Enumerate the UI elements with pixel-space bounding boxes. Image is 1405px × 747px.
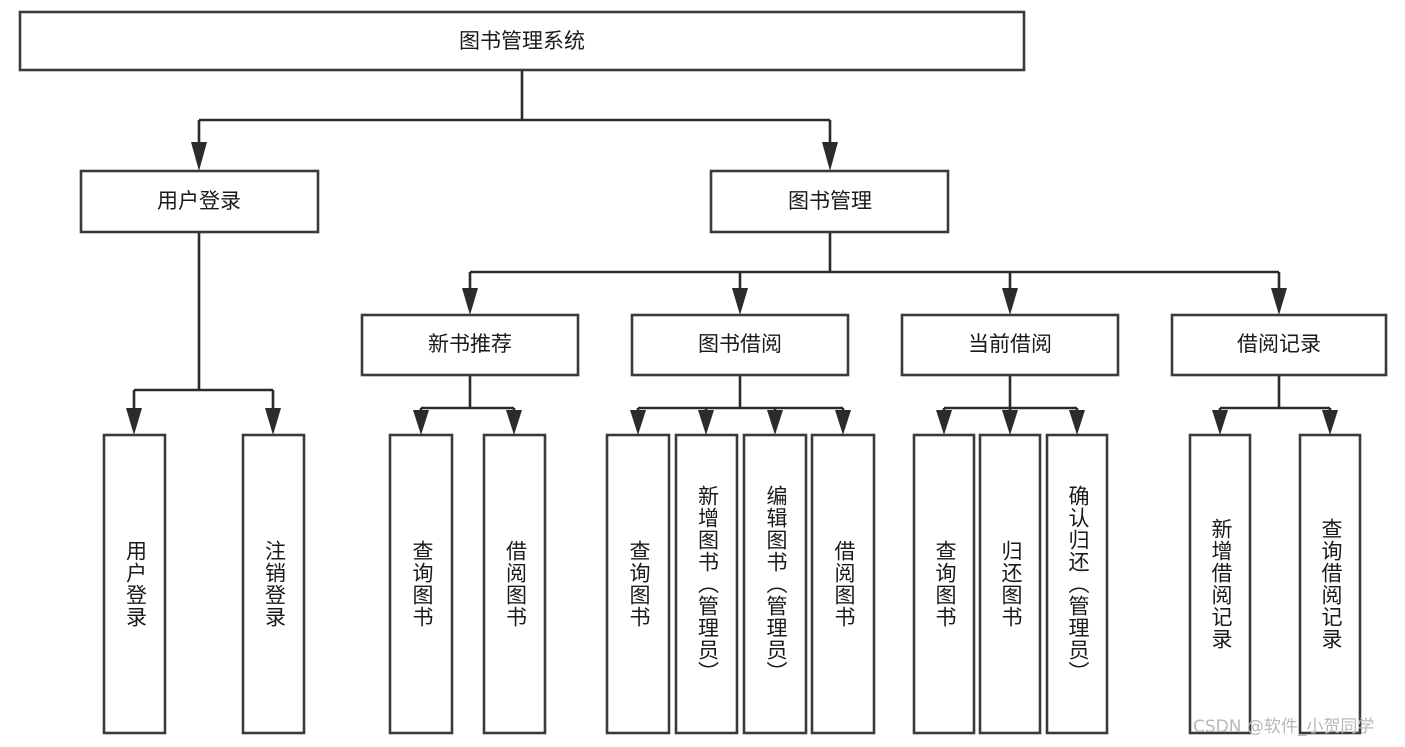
node-user-login-label: 用户登录 — [157, 189, 241, 213]
node-book-borrow[interactable]: 图书借阅 — [630, 313, 850, 377]
node-root[interactable]: 图书管理系统 — [18, 10, 1026, 72]
arrow-head-book-borrow — [732, 288, 748, 315]
leaf-borrow-borrow-book-box[interactable] — [810, 433, 876, 735]
node-book-manage-label: 图书管理 — [788, 189, 872, 213]
arrow-head-leaf-rec-borrow-book — [506, 410, 522, 435]
arrow-head-new-book-rec — [462, 288, 478, 315]
arrow-head-leaf-record-add — [1212, 410, 1228, 435]
arrow-head-current-borrow — [1002, 288, 1018, 315]
node-borrow-record-label: 借阅记录 — [1237, 332, 1321, 356]
connector-root-to-level2 — [191, 70, 838, 171]
leaf-borrow-edit-book-box[interactable] — [742, 433, 808, 735]
leaf-record-query-box[interactable] — [1298, 433, 1362, 735]
arrow-head-leaf-current-query-book — [936, 410, 952, 435]
node-new-book-rec-label: 新书推荐 — [428, 332, 512, 356]
arrow-head-leaf-user-login — [126, 408, 142, 435]
leaf-borrow-query-book-box[interactable] — [605, 433, 671, 735]
node-root-box[interactable] — [18, 10, 1026, 72]
node-current-borrow[interactable]: 当前借阅 — [900, 313, 1120, 377]
node-current-borrow-box[interactable] — [900, 313, 1120, 377]
arrow-head-leaf-current-return-book — [1002, 410, 1018, 435]
node-borrow-record-box[interactable] — [1170, 313, 1388, 377]
node-user-login[interactable]: 用户登录 — [79, 169, 320, 234]
arrow-head-leaf-rec-query-book — [413, 410, 429, 435]
leaf-boxes — [102, 433, 1362, 735]
leaf-current-query-book-box[interactable] — [912, 433, 976, 735]
node-new-book-rec[interactable]: 新书推荐 — [360, 313, 580, 377]
arrow-head-leaf-current-confirm-return — [1069, 410, 1085, 435]
leaf-record-add-box[interactable] — [1188, 433, 1252, 735]
connector-bookborrow-to-leaves — [630, 375, 851, 435]
csdn-watermark: CSDN @软件_小贺同学 — [1193, 717, 1375, 737]
node-current-borrow-label: 当前借阅 — [968, 332, 1052, 356]
connector-currentborrow-to-leaves — [936, 375, 1085, 435]
node-new-book-rec-box[interactable] — [360, 313, 580, 377]
arrow-head-borrow-record — [1271, 288, 1287, 315]
arrow-head-leaf-borrow-borrow-book — [835, 410, 851, 435]
node-root-label: 图书管理系统 — [459, 29, 585, 53]
arrow-head-leaf-borrow-add-book — [698, 410, 714, 435]
arrow-head-user-login — [191, 142, 207, 171]
connector-newbookrec-to-leaves — [413, 375, 522, 435]
node-book-manage-box[interactable] — [709, 169, 950, 234]
arrow-head-leaf-borrow-query-book — [630, 410, 646, 435]
node-book-borrow-label: 图书借阅 — [698, 332, 782, 356]
leaf-user-login-box[interactable] — [102, 433, 167, 735]
arrow-head-leaf-borrow-edit-book — [767, 410, 783, 435]
connector-bookmanage-to-level3 — [462, 232, 1287, 315]
arrow-head-leaf-record-query — [1322, 410, 1338, 435]
leaf-borrow-add-book-box[interactable] — [674, 433, 739, 735]
node-user-login-box[interactable] — [79, 169, 320, 234]
node-book-borrow-box[interactable] — [630, 313, 850, 377]
node-book-manage[interactable]: 图书管理 — [709, 169, 950, 234]
connector-userlogin-to-leaves — [126, 232, 281, 435]
leaf-rec-borrow-book-box[interactable] — [482, 433, 547, 735]
leaf-current-confirm-return-box[interactable] — [1045, 433, 1109, 735]
leaf-current-return-book-box[interactable] — [978, 433, 1042, 735]
node-borrow-record[interactable]: 借阅记录 — [1170, 313, 1388, 377]
leaf-user-logout-box[interactable] — [241, 433, 306, 735]
leaf-rec-query-book-box[interactable] — [388, 433, 454, 735]
connector-borrowrecord-to-leaves — [1212, 375, 1338, 435]
arrow-head-leaf-user-logout — [265, 408, 281, 435]
arrow-head-book-manage — [822, 142, 838, 171]
